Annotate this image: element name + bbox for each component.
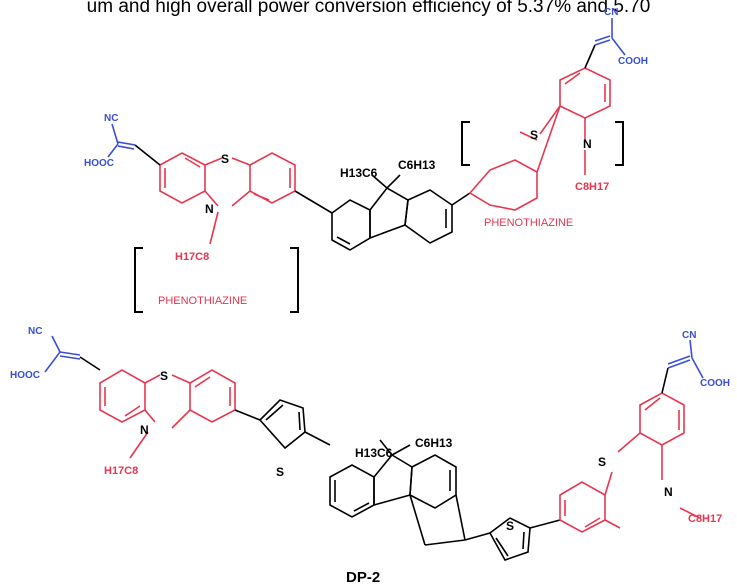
molecule-bottom: NC HOOC S N H17C8 S bbox=[10, 326, 730, 586]
cyano-group: NC bbox=[104, 113, 118, 124]
octyl-group: C8H17 bbox=[575, 181, 609, 193]
acceptor-left bbox=[44, 335, 101, 373]
fluorene-top bbox=[294, 174, 471, 251]
carboxyl-group: COOH bbox=[618, 56, 648, 67]
thiophene-left bbox=[234, 399, 331, 450]
nitrogen-atom: N bbox=[583, 137, 592, 151]
bracket-left bbox=[134, 247, 143, 313]
sulfur-atom: S bbox=[160, 369, 168, 383]
carboxyl-group: HOOC bbox=[10, 370, 40, 381]
molecule-top: S N H17C8 NC HOOC H13C6 C6H13 bbox=[84, 7, 648, 313]
phenothiazine-left bbox=[159, 152, 296, 245]
bracket-right bbox=[615, 121, 624, 166]
sulfur-atom: S bbox=[530, 128, 538, 142]
sulfur-atom: S bbox=[506, 519, 514, 533]
nitrogen-atom: N bbox=[140, 423, 149, 437]
sulfur-atom: S bbox=[221, 152, 229, 166]
octyl-group: H17C8 bbox=[104, 465, 138, 477]
molecule-label: DP-2 bbox=[346, 569, 380, 586]
fluorene-bottom bbox=[329, 439, 466, 546]
acceptor-right bbox=[584, 18, 626, 69]
cyano-group: NC bbox=[28, 326, 42, 337]
bracket-right bbox=[290, 247, 299, 313]
thiophene-right bbox=[464, 517, 561, 561]
bracket-left bbox=[461, 121, 470, 166]
phenothiazine-label: PHENOTHIAZINE bbox=[158, 295, 247, 307]
nitrogen-atom: N bbox=[205, 202, 214, 216]
phenothiazine-right bbox=[559, 392, 701, 533]
phenothiazine-label: PHENOTHIAZINE bbox=[484, 217, 573, 229]
sulfur-atom: S bbox=[598, 455, 606, 469]
sulfur-atom: S bbox=[276, 465, 284, 479]
nitrogen-atom: N bbox=[664, 485, 673, 499]
octyl-group: H17C8 bbox=[175, 251, 209, 263]
carboxyl-group: COOH bbox=[700, 378, 730, 389]
hexyl-group: C6H13 bbox=[415, 436, 453, 450]
cyano-group: CN bbox=[604, 7, 618, 18]
hexyl-group: H13C6 bbox=[355, 446, 393, 460]
phenothiazine-right bbox=[468, 67, 611, 211]
cyano-group: CN bbox=[682, 330, 696, 341]
acceptor-right bbox=[661, 339, 704, 394]
caption-text: um and high overall power conversion eff… bbox=[86, 0, 651, 17]
octyl-group: C8H17 bbox=[688, 513, 722, 525]
carboxyl-group: HOOC bbox=[84, 158, 114, 169]
phenothiazine-left bbox=[99, 369, 236, 459]
acceptor-left bbox=[107, 123, 161, 166]
hexyl-group: H13C6 bbox=[340, 166, 378, 180]
hexyl-group: C6H13 bbox=[398, 158, 436, 172]
